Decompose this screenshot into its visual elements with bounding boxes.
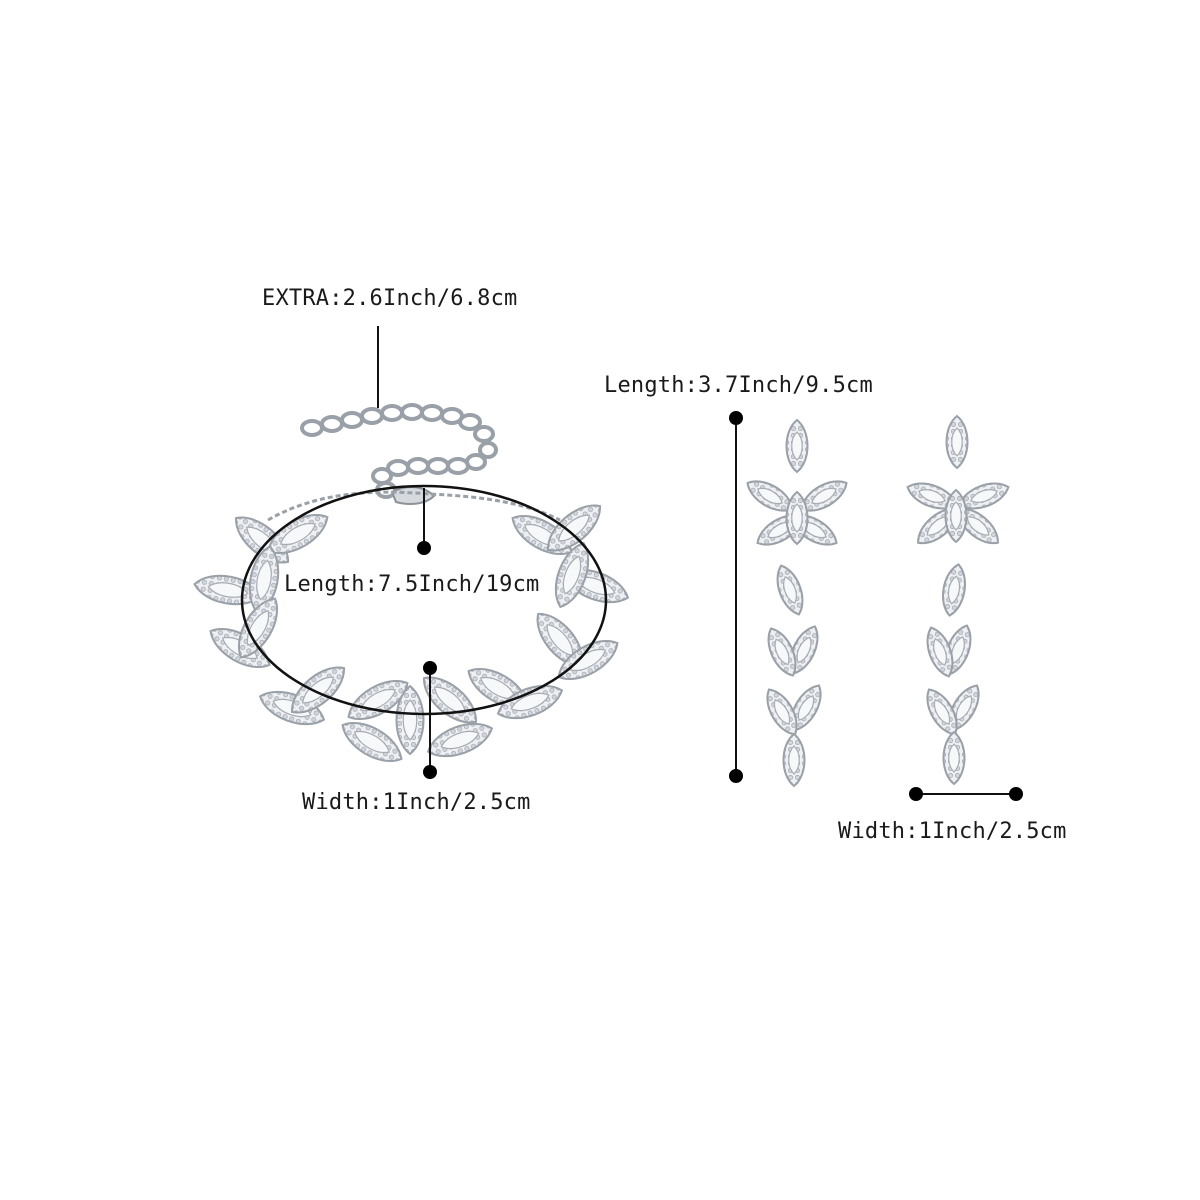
width-bar-top-dot xyxy=(423,661,437,675)
length-pointer-dot xyxy=(417,541,431,555)
earring-right xyxy=(902,415,1014,785)
bracelet-leaves xyxy=(191,494,634,772)
earring-length-label: Length:3.7Inch/9.5cm xyxy=(604,373,873,398)
clasp xyxy=(390,486,436,505)
extender-chain xyxy=(300,403,498,499)
bracelet-extra-label: EXTRA:2.6Inch/6.8cm xyxy=(262,286,518,311)
bracelet-length-ellipse xyxy=(240,484,608,716)
bracelet-length-label: Length:7.5Inch/19cm xyxy=(284,572,540,597)
earring-width-label: Width:1Inch/2.5cm xyxy=(838,819,1067,844)
bracelet-width-label: Width:1Inch/2.5cm xyxy=(302,790,531,815)
earring-width-right-dot xyxy=(1009,787,1023,801)
earring-length-bottom-dot xyxy=(729,769,743,783)
bracelet xyxy=(191,326,634,779)
bracelet-chain xyxy=(267,490,561,522)
earring-left xyxy=(741,419,853,787)
width-bar-bottom-dot xyxy=(423,765,437,779)
earring-width-left-dot xyxy=(909,787,923,801)
earring-length-top-dot xyxy=(729,411,743,425)
